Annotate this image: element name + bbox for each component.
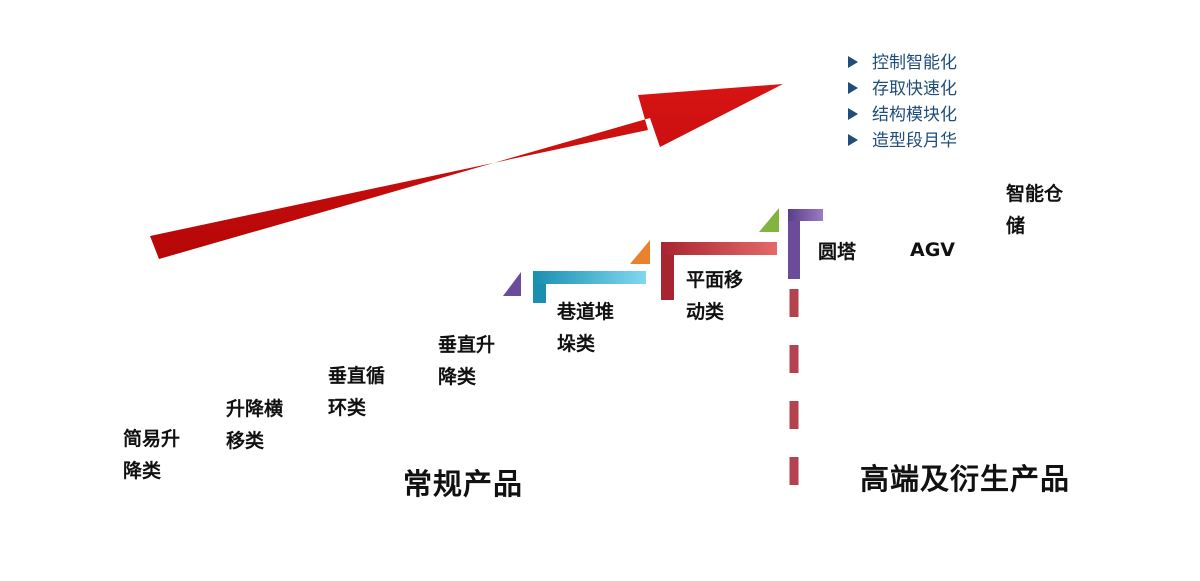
label-agv: AGV (910, 239, 956, 261)
feature-list: 控制智能化 存取快速化 结构模块化 造型段月华 (848, 50, 957, 154)
step-triangle-purple (503, 272, 521, 296)
step-purple-horizontal (788, 209, 823, 221)
feature-item: 存取快速化 (848, 76, 957, 102)
feature-item: 控制智能化 (848, 50, 957, 76)
section-high-end-products: 高端及衍生产品 (860, 462, 1071, 496)
label-round-tower: 圆塔 (818, 241, 857, 263)
label-aisle-stacker: 巷道堆 垛类 (557, 301, 615, 355)
step-purple-vertical (788, 209, 800, 279)
step-teal-horizontal (533, 271, 646, 284)
section-conventional-products: 常规产品 (403, 467, 524, 501)
step-triangle-green (759, 208, 779, 232)
feature-item: 造型段月华 (848, 128, 957, 154)
arrow-bullet-icon (848, 82, 858, 94)
arrow-bullet-icon (848, 56, 858, 68)
feature-item: 结构模块化 (848, 102, 957, 128)
label-lift-translate: 升降横 移类 (226, 398, 284, 452)
trend-arrow (150, 84, 783, 259)
label-vertical-lift: 垂直升 降类 (438, 334, 496, 388)
label-vertical-cycle: 垂直循 环类 (328, 365, 386, 419)
arrow-bullet-icon (848, 108, 858, 120)
step-red-vertical (661, 242, 674, 300)
label-simple-lift: 简易升 降类 (123, 428, 181, 482)
step-red-horizontal (661, 242, 777, 255)
arrow-bullet-icon (848, 134, 858, 146)
label-smart-storage: 智能仓 储 (1006, 183, 1064, 237)
label-plane-move: 平面移 动类 (686, 269, 744, 323)
step-triangle-orange (630, 240, 650, 264)
